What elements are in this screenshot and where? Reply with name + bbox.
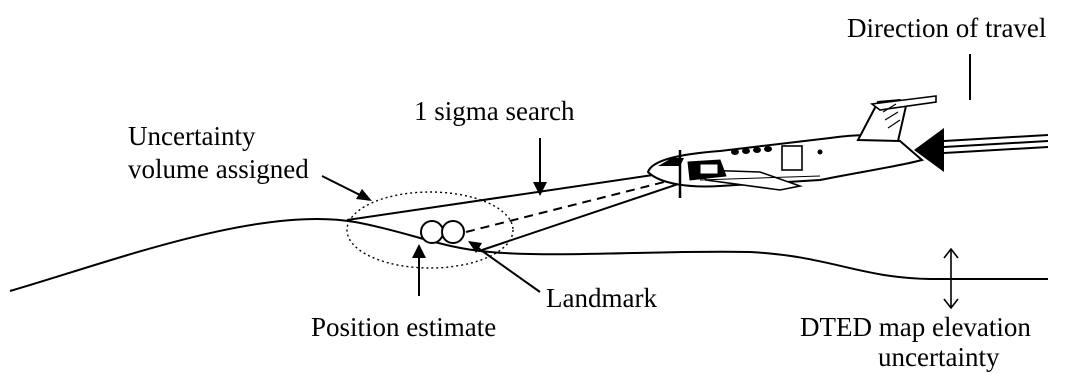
uncertainty-callout-arrow <box>321 175 372 201</box>
sigma-cone-lower-line <box>481 177 697 251</box>
double-headed-vertical-arrow-icon <box>943 247 959 310</box>
terrain-line <box>9 218 1048 292</box>
sigma-search-label: 1 sigma search <box>414 96 575 126</box>
uncertainty-volume-label-line1: Uncertainty <box>128 121 256 151</box>
uncertainty-volume-ellipse <box>346 191 514 269</box>
landmark-label: Landmark <box>546 283 657 313</box>
dted-elevation-label-line1: DTED map elevation <box>800 312 1031 342</box>
line-of-sight-dashed-line <box>465 177 681 233</box>
sigma-search-callout-arrow <box>533 138 547 196</box>
sigma-cone-upper-line <box>346 173 661 221</box>
position-estimate-callout-arrow <box>412 244 426 296</box>
aircraft-icon <box>646 95 937 198</box>
arrow-left-icon <box>914 128 1049 172</box>
dted-elevation-label-line2: uncertainty <box>878 342 1000 372</box>
landmark-callout-arrow <box>468 241 541 293</box>
position-estimate-circle <box>420 220 444 244</box>
uncertainty-volume-label-line2: volume assigned <box>128 154 309 184</box>
position-estimate-label: Position estimate <box>311 312 496 342</box>
direction-of-travel-label: Direction of travel <box>847 13 1046 43</box>
landmark-circle <box>441 220 465 244</box>
